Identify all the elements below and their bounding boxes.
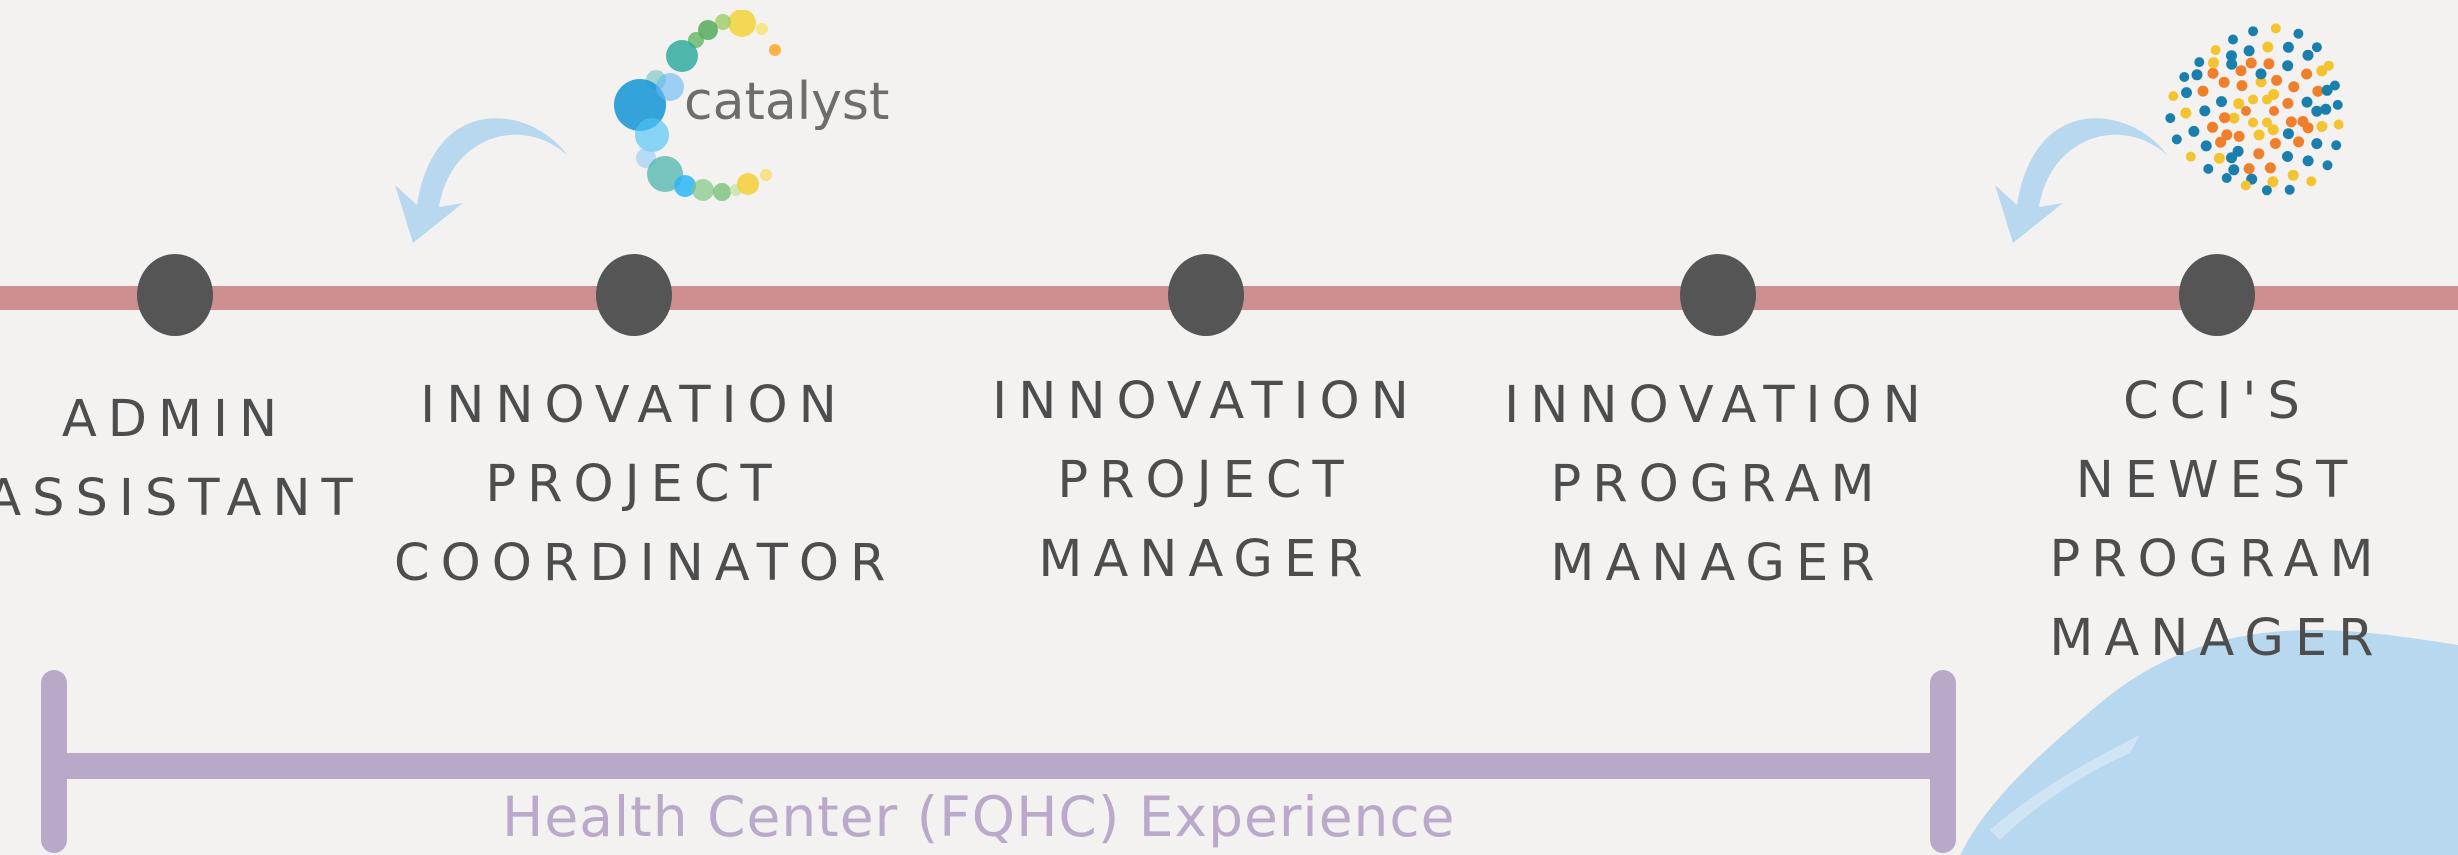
paint-blob-shape [1960,630,2458,855]
catalyst-logo-icon [614,10,781,201]
milestone-dot-innovation-program-manager [1680,254,1756,336]
milestone-label-admin-assistant: ADMIN ASSISTANT [0,390,364,528]
milestone-dot-innovation-project-manager [1168,254,1244,336]
curved-arrow-icon [395,118,567,243]
curved-arrow-icon [1995,118,2167,243]
milestone-label-innovation-project-manager: INNOVATION PROJECT MANAGER [992,372,1420,589]
catalyst-logo-text: catalyst [684,72,890,132]
milestone-label-innovation-program-manager: INNOVATION PROGRAM MANAGER [1504,376,1932,593]
sunburst-dots-logo-icon [2165,23,2344,196]
milestone-label-ccis-newest-program-manager: CCI'S NEWEST PROGRAM MANAGER [2049,372,2385,668]
milestone-dot-admin-assistant [137,254,213,336]
milestone-dot-innovation-project-coordinator [596,254,672,336]
milestone-dot-ccis-newest-program-manager [2179,254,2255,336]
milestone-label-innovation-project-coordinator: INNOVATION PROJECT COORDINATOR [394,376,897,593]
experience-label: Health Center (FQHC) Experience [502,785,1456,849]
